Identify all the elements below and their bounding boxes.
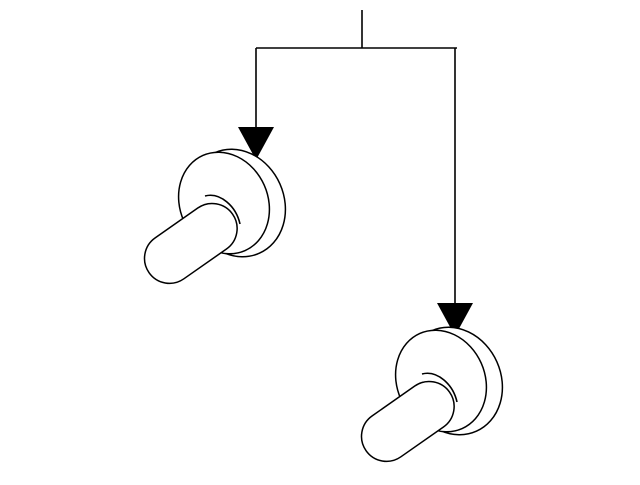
push-clip-fastener-icon — [360, 326, 504, 463]
push-clip-fastener-icon — [143, 148, 287, 285]
clip-shank-collar — [204, 194, 241, 225]
arrowhead-right — [437, 303, 473, 336]
clip-shank-collar — [421, 372, 458, 403]
arrowhead-left — [238, 127, 274, 160]
clip-shank — [360, 380, 455, 463]
clip-shank — [143, 202, 238, 285]
callout-leader — [238, 10, 473, 336]
